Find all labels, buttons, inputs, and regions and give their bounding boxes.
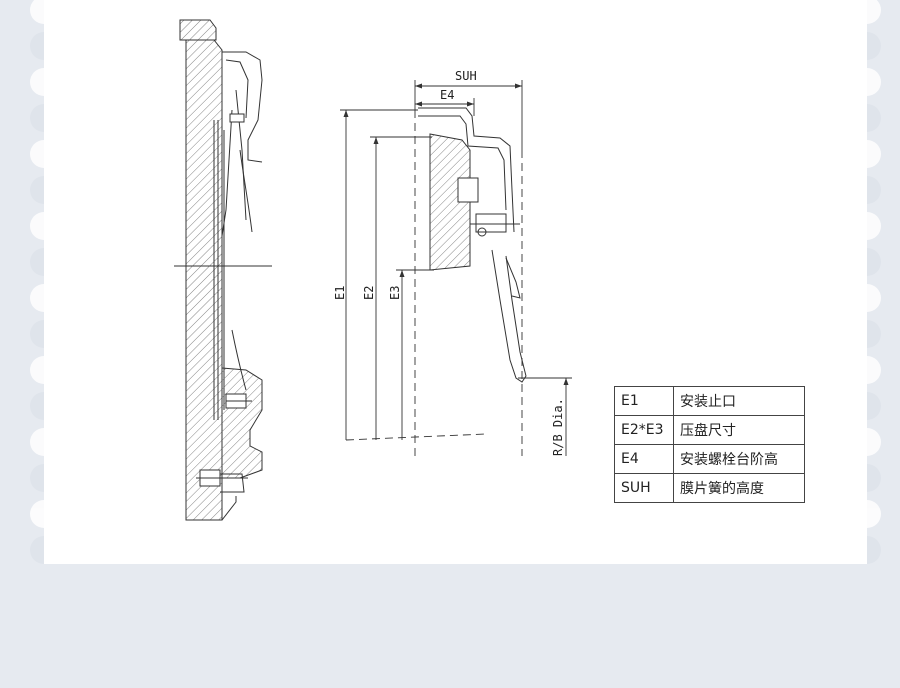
legend-row: E4 安装螺栓台阶高 [614,444,805,474]
label-e4: E4 [440,88,454,102]
dimension-lines [340,80,572,456]
legend-desc: 压盘尺寸 [673,415,805,445]
legend-desc: 安装螺栓台阶高 [673,444,805,474]
legend-row: E2*E3 压盘尺寸 [614,415,805,445]
dimension-arrows [343,83,569,385]
label-e2: E2 [362,286,376,300]
half-section-profile [418,107,527,383]
label-e1: E1 [333,286,347,300]
legend-row: SUH 膜片簧的高度 [614,473,805,503]
legend-desc: 安装止口 [673,386,805,416]
legend-code: SUH [614,473,674,503]
full-assembly-section [174,19,272,521]
legend-code: E2*E3 [614,415,674,445]
legend-desc: 膜片簧的高度 [673,473,805,503]
legend-code: E1 [614,386,674,416]
dashed-reference-lines [345,110,523,456]
label-e3: E3 [388,286,402,300]
label-suh: SUH [455,69,477,83]
legend-code: E4 [614,444,674,474]
label-rb-dia: R/B Dia. [551,398,565,456]
legend-table: E1 安装止口 E2*E3 压盘尺寸 E4 安装螺栓台阶高 SUH 膜片簧的高度 [614,386,805,503]
legend-row: E1 安装止口 [614,386,805,416]
